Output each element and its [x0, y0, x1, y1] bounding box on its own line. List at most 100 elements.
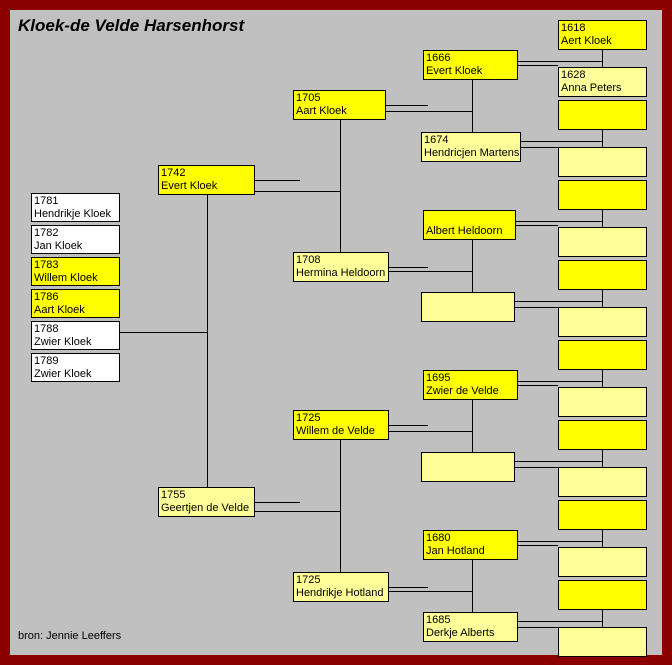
gen3-node-8-name: Derkje Alberts [426, 627, 495, 639]
connector-gen4-4-spine [602, 285, 603, 317]
connector-gen2b-willem-out [389, 425, 428, 426]
connector-children-bus [120, 332, 208, 333]
gen4-node-15-blank[interactable] [558, 580, 647, 610]
connector-gen4-1-spine [602, 45, 603, 77]
connector-gen4-1-to-child [472, 61, 602, 62]
gen4-node-1-name: Aert Kloek [561, 35, 612, 47]
gen4-node-4-blank[interactable] [558, 147, 647, 177]
gen4-node-3-blank[interactable] [558, 100, 647, 130]
gen4-node-2-year: 1628 [561, 69, 586, 81]
gen4-node-2-name: Anna Peters [561, 82, 622, 94]
gen3-node-jan-hotland[interactable]: 1680 Jan Hotland [423, 530, 518, 560]
gen4-node-8-blank[interactable] [558, 307, 647, 337]
connector-gen2a-hermina-out [389, 267, 428, 268]
gen4-node-6-blank[interactable] [558, 227, 647, 257]
connector-gen4-3-to-child [472, 221, 602, 222]
connector-gen3-1-spine [472, 75, 473, 147]
gen3-node-hendricjen-martens[interactable]: 1674 Hendricjen Martens [421, 132, 521, 162]
gen4-node-13-blank[interactable] [558, 500, 647, 530]
gen2-node-willem-de-velde[interactable]: 1725 Willem de Velde [293, 410, 389, 440]
gen2-node-4-year: 1725 [296, 574, 321, 586]
connector-gen3-2-to-child [340, 271, 472, 272]
gen3-node-8-year: 1685 [426, 614, 451, 626]
child-node-2[interactable]: 1782 Jan Kloek [31, 225, 120, 254]
gen3-node-1-name: Evert Kloek [426, 65, 483, 77]
gen2-node-3-name: Willem de Velde [296, 425, 375, 437]
gen4-node-1-year: 1618 [561, 22, 586, 34]
gen1-node-geertjen-de-velde[interactable]: 1755 Geertjen de Velde [158, 487, 255, 517]
gen1-node-1-year: 1742 [161, 167, 186, 179]
gen4-node-5-blank[interactable] [558, 180, 647, 210]
gen3-node-evert-kloek-1666[interactable]: 1666 Evert Kloek [423, 50, 518, 80]
pedigree-chart-canvas: Kloek-de Velde Harsenhorst [10, 10, 662, 657]
gen4-node-16-blank[interactable] [558, 627, 647, 657]
connector-gen4-8-spine [602, 605, 603, 637]
child-node-5-year: 1788 [34, 323, 59, 335]
gen3-node-1-year: 1666 [426, 52, 451, 64]
connector-gen1-spine [207, 190, 208, 502]
gen3-node-6-blank[interactable] [421, 452, 515, 482]
gen2-node-2-name: Hermina Heldoorn [296, 267, 386, 279]
page-title: Kloek-de Velde Harsenhorst [18, 16, 245, 35]
connector-gen2a-spine [340, 115, 341, 267]
connector-gen3-4-out-b [518, 627, 558, 628]
connector-gen1-geertjen-out [255, 502, 300, 503]
child-node-1-name: Hendrikje Kloek [34, 208, 112, 220]
gen1-node-evert-kloek[interactable]: 1742 Evert Kloek [158, 165, 255, 195]
connector-gen3-2-out-b [515, 307, 558, 308]
gen1-node-2-name: Geertjen de Velde [161, 502, 250, 514]
gen4-node-7-blank[interactable] [558, 260, 647, 290]
connector-gen3-1-out-b [521, 147, 558, 148]
connector-gen3-4-spine [472, 555, 473, 627]
connector-gen3-1-to-child [340, 111, 472, 112]
gen4-node-12-blank[interactable] [558, 467, 647, 497]
gen3-node-5-name: Zwier de Velde [426, 385, 499, 397]
connector-gen4-2-to-child [472, 141, 602, 142]
gen2-node-aart-kloek[interactable]: 1705 Aart Kloek [293, 90, 386, 120]
child-node-6[interactable]: 1789 Zwier Kloek [31, 353, 120, 382]
connector-gen3-3-out-a [518, 385, 558, 386]
gen4-node-9-blank[interactable] [558, 340, 647, 370]
connector-gen2a-to-child [207, 191, 340, 192]
gen2-node-hermina-heldoorn[interactable]: 1708 Hermina Heldoorn [293, 252, 389, 282]
gen3-node-2-year: 1674 [424, 134, 449, 146]
child-node-5[interactable]: 1788 Zwier Kloek [31, 321, 120, 350]
connector-gen3-1-out-a [518, 65, 558, 66]
connector-gen4-6-spine [602, 445, 603, 477]
gen2-node-1-name: Aart Kloek [296, 105, 347, 117]
gen3-node-albert-heldoorn[interactable]: Albert Heldoorn [423, 210, 516, 240]
gen3-node-3-name: Albert Heldoorn [426, 225, 503, 237]
connector-gen2b-to-child [207, 511, 340, 512]
gen4-node-11-blank[interactable] [558, 420, 647, 450]
child-node-2-name: Jan Kloek [34, 240, 83, 252]
child-node-4-year: 1786 [34, 291, 59, 303]
gen3-node-zwier-de-velde[interactable]: 1695 Zwier de Velde [423, 370, 518, 400]
child-node-4-name: Aart Kloek [34, 304, 85, 316]
connector-gen4-5-to-child [472, 381, 602, 382]
connector-gen4-7-to-child [472, 541, 602, 542]
gen4-node-aert-kloek[interactable]: 1618 Aert Kloek [558, 20, 647, 50]
gen3-node-derkje-alberts[interactable]: 1685 Derkje Alberts [423, 612, 518, 642]
gen4-node-10-blank[interactable] [558, 387, 647, 417]
connector-gen4-5-spine [602, 365, 603, 397]
child-node-3-year: 1783 [34, 259, 59, 271]
child-node-3[interactable]: 1783 Willem Kloek [31, 257, 120, 286]
gen3-node-5-year: 1695 [426, 372, 451, 384]
gen4-node-14-blank[interactable] [558, 547, 647, 577]
connector-gen3-3-to-child [340, 431, 472, 432]
gen3-node-2-name: Hendricjen Martens [424, 147, 520, 159]
child-node-1[interactable]: 1781 Hendrikje Kloek [31, 193, 120, 222]
child-node-3-name: Willem Kloek [34, 272, 98, 284]
gen2-node-4-name: Hendrikje Hotland [296, 587, 384, 599]
connector-gen4-3-spine [602, 205, 603, 237]
connector-gen1-evert-out [255, 180, 300, 181]
gen1-node-2-year: 1755 [161, 489, 186, 501]
gen2-node-hendrikje-hotland[interactable]: 1725 Hendrikje Hotland [293, 572, 389, 602]
gen4-node-anna-peters[interactable]: 1628 Anna Peters [558, 67, 647, 97]
connector-gen4-7-spine [602, 525, 603, 557]
child-node-6-name: Zwier Kloek [34, 368, 92, 380]
gen1-node-1-name: Evert Kloek [161, 180, 218, 192]
gen3-node-4-blank[interactable] [421, 292, 515, 322]
connector-gen4-6-to-child [472, 461, 602, 462]
child-node-4[interactable]: 1786 Aart Kloek [31, 289, 120, 318]
